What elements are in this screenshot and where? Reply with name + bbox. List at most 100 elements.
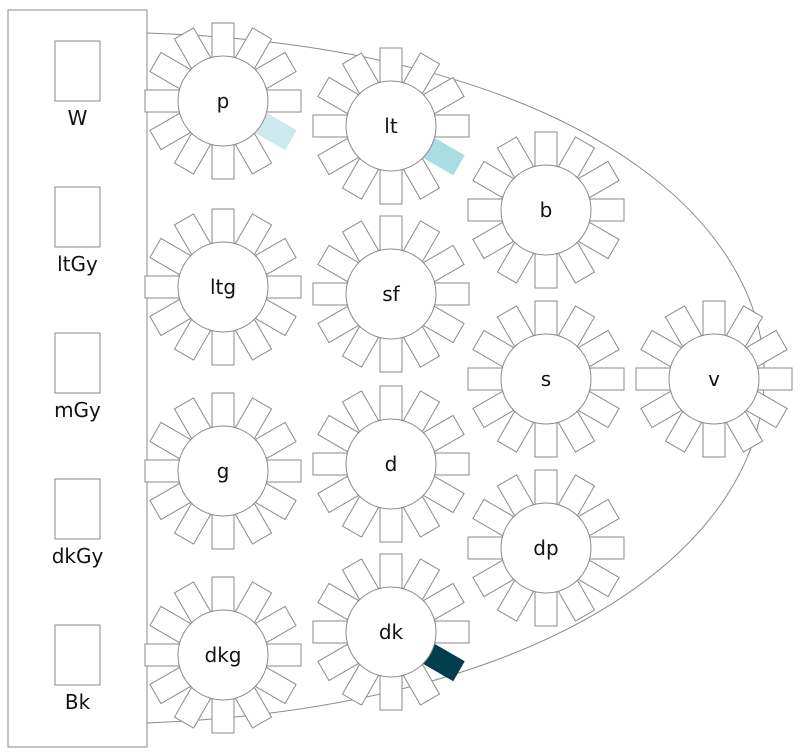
seat (211, 144, 235, 180)
table-top (345, 80, 437, 172)
table-label: s (541, 367, 551, 391)
seat (434, 114, 470, 138)
table-label: dkg (205, 643, 242, 667)
seat (702, 300, 726, 336)
seat (534, 422, 558, 458)
seat (589, 198, 625, 222)
seat (467, 367, 503, 391)
table-label: b (540, 198, 553, 222)
seat (211, 392, 235, 428)
swatch-box (54, 624, 101, 686)
seat (757, 367, 793, 391)
swatch-box (54, 186, 101, 248)
table-label: d (385, 452, 398, 476)
table-top (345, 418, 437, 510)
seat (467, 198, 503, 222)
table-ltg: ltg (144, 208, 302, 366)
swatch-label: ltGy (57, 252, 98, 276)
table-label: ltg (210, 275, 236, 299)
seat (266, 459, 302, 483)
table-p: p (144, 22, 302, 180)
table-label: lt (384, 114, 398, 138)
table-top (177, 55, 269, 147)
seat (211, 208, 235, 244)
swatch-box (54, 40, 101, 102)
seat (312, 452, 348, 476)
seat (467, 536, 503, 560)
seat (144, 89, 180, 113)
table-lt: lt (312, 47, 470, 205)
seat (379, 385, 403, 421)
table-top (177, 241, 269, 333)
seat (211, 22, 235, 58)
table-top (668, 333, 760, 425)
seat (312, 282, 348, 306)
swatch-label: Bk (65, 690, 91, 714)
swatch-W: W (54, 40, 101, 130)
table-dp: dp (467, 469, 625, 627)
table-sf: sf (312, 215, 470, 373)
seat (144, 643, 180, 667)
seat (379, 169, 403, 205)
seat (379, 215, 403, 251)
swatch-label: mGy (54, 398, 101, 422)
seat (211, 576, 235, 612)
table-label: v (708, 367, 720, 391)
table-s: s (467, 300, 625, 458)
table-top (345, 248, 437, 340)
table-top (500, 164, 592, 256)
seat (434, 620, 470, 644)
seat (266, 275, 302, 299)
seat (266, 643, 302, 667)
table-group: p lt b ltg sf s v g d dp dkg dk (144, 22, 793, 734)
seat (211, 330, 235, 366)
seat (534, 469, 558, 505)
seat (379, 47, 403, 83)
swatch-label: W (68, 106, 88, 130)
seat (211, 514, 235, 550)
seat (534, 253, 558, 289)
swatch-dkGy: dkGy (52, 478, 104, 568)
table-top (500, 333, 592, 425)
table-dk: dk (312, 553, 470, 711)
table-g: g (144, 392, 302, 550)
seat (312, 114, 348, 138)
table-top (177, 425, 269, 517)
seat (434, 282, 470, 306)
seat (379, 507, 403, 543)
swatch-label: dkGy (52, 544, 104, 568)
swatch-ltGy: ltGy (54, 186, 101, 276)
seat (702, 422, 726, 458)
table-label: dp (533, 536, 558, 560)
swatch-mGy: mGy (54, 332, 101, 422)
seat (635, 367, 671, 391)
swatch-Bk: Bk (54, 624, 101, 714)
swatch-box (54, 478, 101, 540)
seat (589, 536, 625, 560)
seat (434, 452, 470, 476)
legend-panel (7, 9, 148, 748)
seat (589, 367, 625, 391)
table-label: sf (382, 282, 400, 306)
table-label: dk (379, 620, 404, 644)
table-dkg: dkg (144, 576, 302, 734)
table-top (500, 502, 592, 594)
seat (379, 553, 403, 589)
seat (534, 131, 558, 167)
seat (211, 698, 235, 734)
table-label: g (217, 459, 230, 483)
table-v: v (635, 300, 793, 458)
swatch-box (54, 332, 101, 394)
seat (534, 591, 558, 627)
table-top (345, 586, 437, 678)
seat (144, 275, 180, 299)
table-top (177, 609, 269, 701)
seat (266, 89, 302, 113)
seat (379, 675, 403, 711)
table-b: b (467, 131, 625, 289)
seat (379, 337, 403, 373)
seat (312, 620, 348, 644)
